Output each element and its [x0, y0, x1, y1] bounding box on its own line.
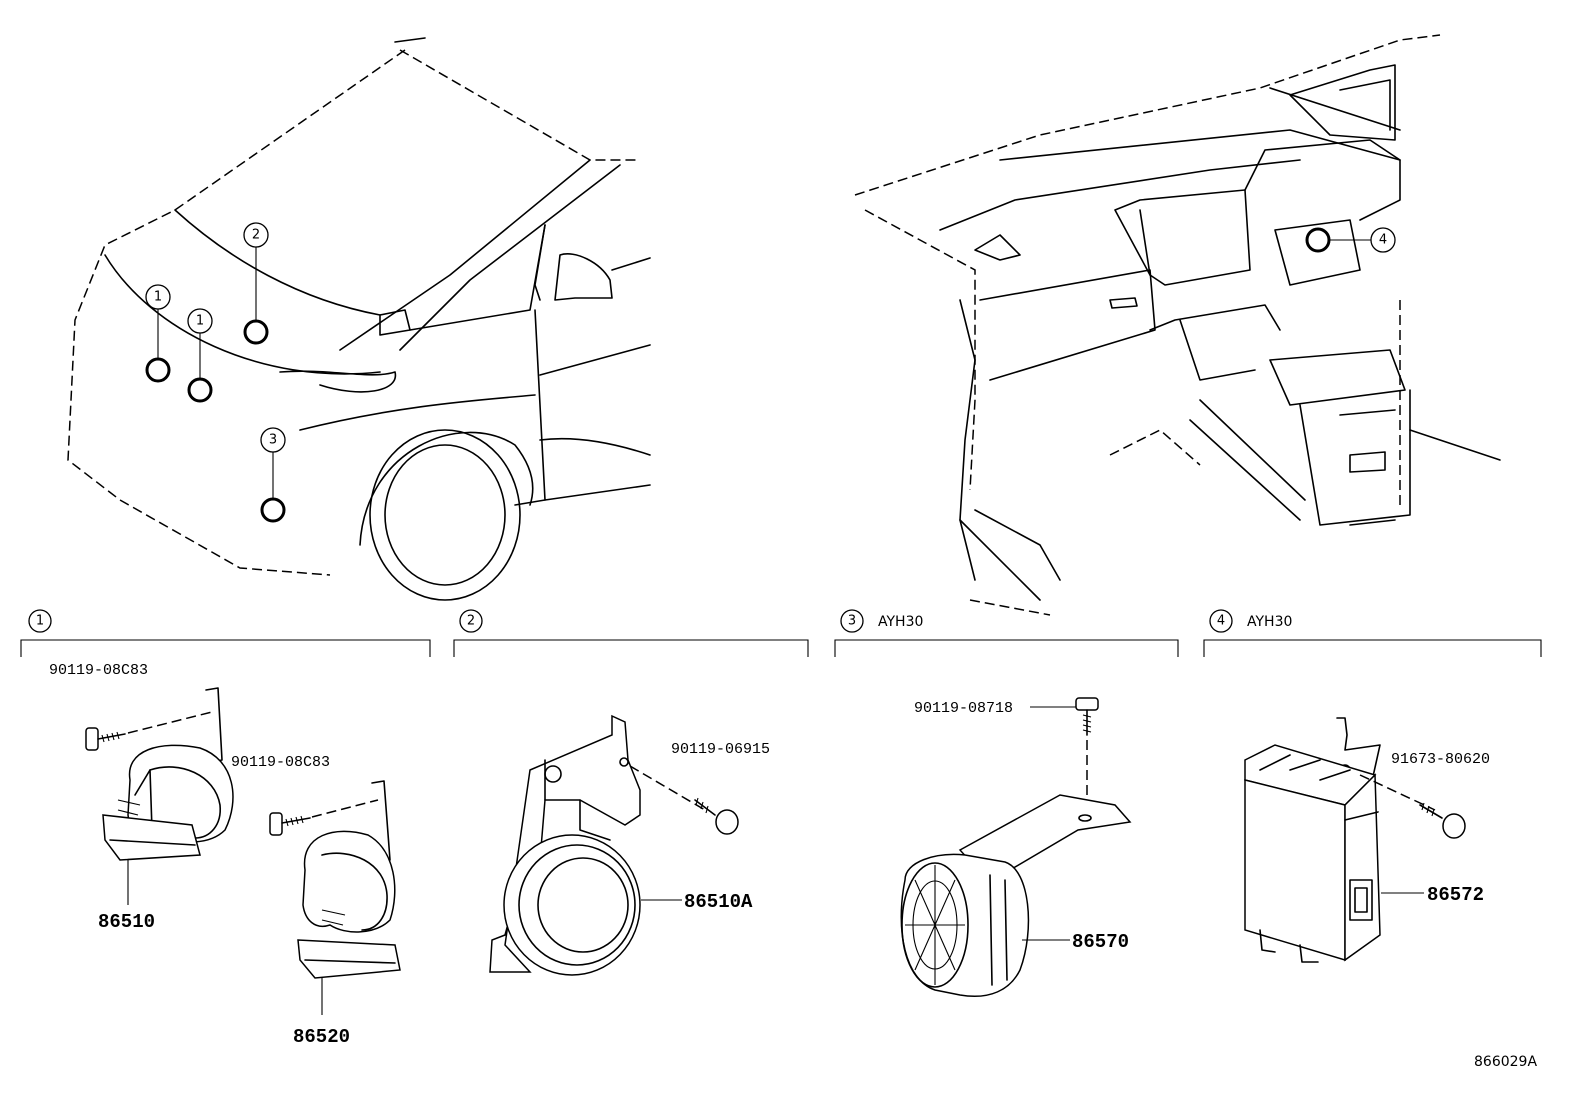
part-number-90119-08C83-a: 90119-08C83	[49, 662, 148, 679]
part-number-86510: 86510	[98, 911, 155, 933]
bolt-icon	[1419, 802, 1466, 839]
car-interior-illustration	[854, 34, 1501, 616]
section-header-2: 2	[453, 609, 809, 657]
ecu-module-icon	[1244, 744, 1381, 963]
location-mark-1b	[187, 377, 213, 403]
part-number-86510A: 86510A	[684, 891, 753, 913]
callout-label: 4	[1379, 233, 1387, 248]
section-header-1: 1	[20, 609, 431, 657]
horn-bracket-icon	[489, 714, 641, 973]
callout-label: 3	[269, 433, 277, 448]
location-mark-3	[260, 497, 286, 523]
location-mark-1a	[145, 357, 171, 383]
part-number-90119-08C83-b: 90119-08C83	[231, 754, 330, 771]
siren-icon	[900, 794, 1132, 997]
section-4-parts: 91673-80620 86572	[1244, 717, 1490, 963]
section-number: 4	[1217, 614, 1225, 629]
callout-1b: 1	[187, 308, 213, 334]
callout-2: 2	[243, 222, 269, 248]
section-number: 2	[467, 614, 475, 629]
callout-label: 1	[196, 314, 204, 329]
location-mark-2	[243, 319, 269, 345]
bolt-icon	[694, 797, 739, 835]
section-number: 3	[848, 614, 856, 629]
diagram-reference: 866029A	[1474, 1054, 1537, 1070]
section-note: AYH30	[1247, 614, 1292, 630]
part-number-86572: 86572	[1427, 884, 1484, 906]
callout-1a: 1	[145, 284, 171, 310]
callout-3: 3	[260, 427, 286, 453]
bolt-icon	[269, 812, 311, 836]
location-mark-4	[1305, 227, 1331, 253]
section-header-3: 3 AYH30	[834, 609, 1179, 657]
horn-icon	[102, 687, 234, 861]
callout-label: 1	[154, 290, 162, 305]
part-number-86570: 86570	[1072, 931, 1129, 953]
bolt-icon	[1075, 697, 1099, 736]
section-note: AYH30	[878, 614, 923, 630]
section-number: 1	[36, 614, 44, 629]
callout-4: 4	[1370, 227, 1396, 253]
bolt-icon	[85, 727, 126, 751]
car-exterior-illustration	[67, 37, 651, 601]
section-3-parts: 90119-08718 86570	[900, 697, 1132, 997]
part-number-90119-06915: 90119-06915	[671, 741, 770, 758]
horn-icon	[297, 780, 401, 979]
callout-label: 2	[252, 228, 260, 243]
horn-disc-icon	[503, 834, 641, 976]
part-number-91673-80620: 91673-80620	[1391, 751, 1490, 768]
part-number-90119-08718: 90119-08718	[914, 700, 1013, 717]
section-header-4: 4 AYH30	[1203, 609, 1542, 657]
section-2-parts: 90119-06915 86510A	[489, 714, 770, 976]
section-1-parts: 90119-08C83 86510 90119-08C83 86520	[49, 662, 401, 1048]
part-number-86520: 86520	[293, 1026, 350, 1048]
